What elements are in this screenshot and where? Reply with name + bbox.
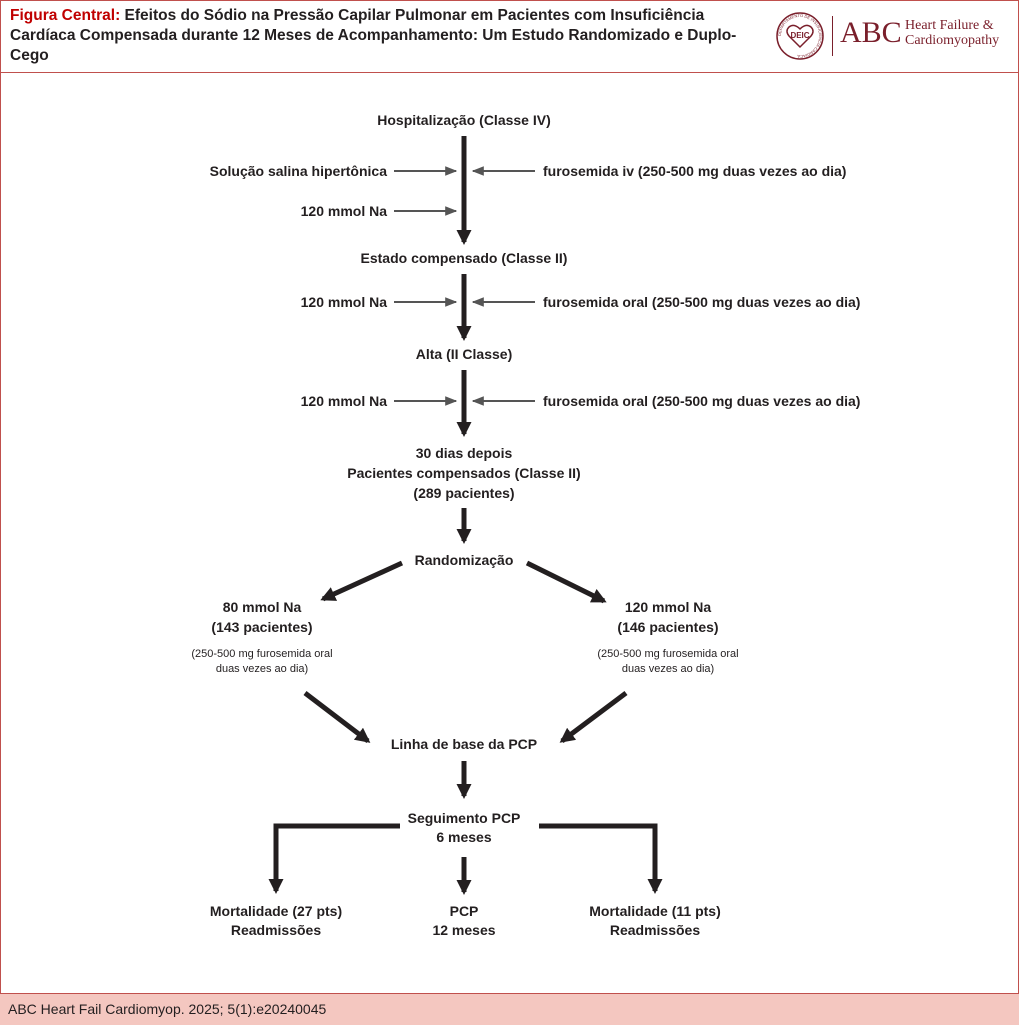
node-30-dias-line-1: 30 dias depois bbox=[415, 445, 513, 461]
arm-left-note-line-1: (250-500 mg furosemida oral bbox=[191, 648, 333, 660]
seal-text: DEIC bbox=[790, 31, 809, 40]
input-furosemida-iv: furosemida iv (250-500 mg duas vezes ao … bbox=[543, 163, 847, 179]
arm-right-line-1: 120 mmol Na bbox=[624, 599, 712, 615]
input-120-mmol-na-3: 120 mmol Na bbox=[300, 393, 387, 409]
arrow-elbow-left bbox=[268, 823, 400, 894]
citation-footer: ABC Heart Fail Cardiomyop. 2025; 5(1):e2… bbox=[0, 993, 1019, 1025]
brand-line-2: Cardiomyopathy bbox=[905, 33, 1000, 48]
input-120-mmol-na-1: 120 mmol Na bbox=[300, 203, 387, 219]
arrow-rand-right bbox=[525, 560, 607, 604]
node-30-dias-line-2: Pacientes compensados (Classe II) bbox=[347, 465, 581, 481]
brand-abc: ABC bbox=[840, 16, 902, 49]
outcome-left-line-1: Mortalidade (27 pts) bbox=[209, 903, 343, 919]
arm-right-note-line-1: (250-500 mg furosemida oral bbox=[597, 648, 739, 660]
arrow-left-converge bbox=[303, 691, 371, 743]
node-seguimento-line-2: 6 meses bbox=[436, 829, 492, 845]
brand-divider bbox=[832, 16, 833, 56]
input-120-mmol-na-2: 120 mmol Na bbox=[300, 294, 387, 310]
figure-header: Figura Central: Efeitos do Sódio na Pres… bbox=[0, 0, 1019, 73]
figure-title-text: Efeitos do Sódio na Pressão Capilar Pulm… bbox=[10, 7, 737, 64]
outcome-left-line-2: Readmissões bbox=[230, 922, 322, 938]
node-linha-de-base: Linha de base da PCP bbox=[390, 736, 538, 752]
outcome-mid-line-2: 12 meses bbox=[432, 922, 496, 938]
node-hospitalizacao: Hospitalização (Classe IV) bbox=[377, 112, 551, 128]
input-furosemida-oral-2: furosemida oral (250-500 mg duas vezes a… bbox=[543, 393, 861, 409]
node-seguimento-line-1: Seguimento PCP bbox=[407, 810, 521, 826]
arm-left-line-1: 80 mmol Na bbox=[222, 599, 302, 615]
arm-left-line-2: (143 pacientes) bbox=[211, 619, 313, 635]
node-30-dias-line-3: (289 pacientes) bbox=[413, 485, 515, 501]
arrow-elbow-right bbox=[539, 823, 663, 894]
citation-text: ABC Heart Fail Cardiomyop. 2025; 5(1):e2… bbox=[8, 1001, 327, 1017]
arm-left-note-line-2: duas vezes ao dia) bbox=[215, 663, 309, 675]
arrow-right-converge bbox=[559, 691, 628, 743]
input-furosemida-oral-1: furosemida oral (250-500 mg duas vezes a… bbox=[543, 294, 861, 310]
figure-label: Figura Central: bbox=[10, 7, 121, 24]
outcome-right-line-1: Mortalidade (11 pts) bbox=[589, 903, 721, 919]
brand-line-1: Heart Failure & bbox=[905, 18, 994, 33]
figure-title: Figura Central: Efeitos do Sódio na Pres… bbox=[10, 6, 750, 66]
node-estado-compensado: Estado compensado (Classe II) bbox=[360, 250, 568, 266]
input-solucao-salina: Solução salina hipertônica bbox=[209, 163, 387, 179]
arm-right-line-2: (146 pacientes) bbox=[617, 619, 719, 635]
outcome-mid-line-1: PCP bbox=[449, 903, 479, 919]
arrow-rand-left bbox=[320, 560, 404, 602]
outcome-right-line-2: Readmissões bbox=[609, 922, 701, 938]
node-randomizacao: Randomização bbox=[414, 552, 514, 568]
deic-seal-logo: DEPARTAMENTO DE INSUFICIÊNCIA CARDÍACA D… bbox=[776, 12, 824, 60]
node-alta: Alta (II Classe) bbox=[415, 346, 513, 362]
arm-right-note-line-2: duas vezes ao dia) bbox=[621, 663, 715, 675]
